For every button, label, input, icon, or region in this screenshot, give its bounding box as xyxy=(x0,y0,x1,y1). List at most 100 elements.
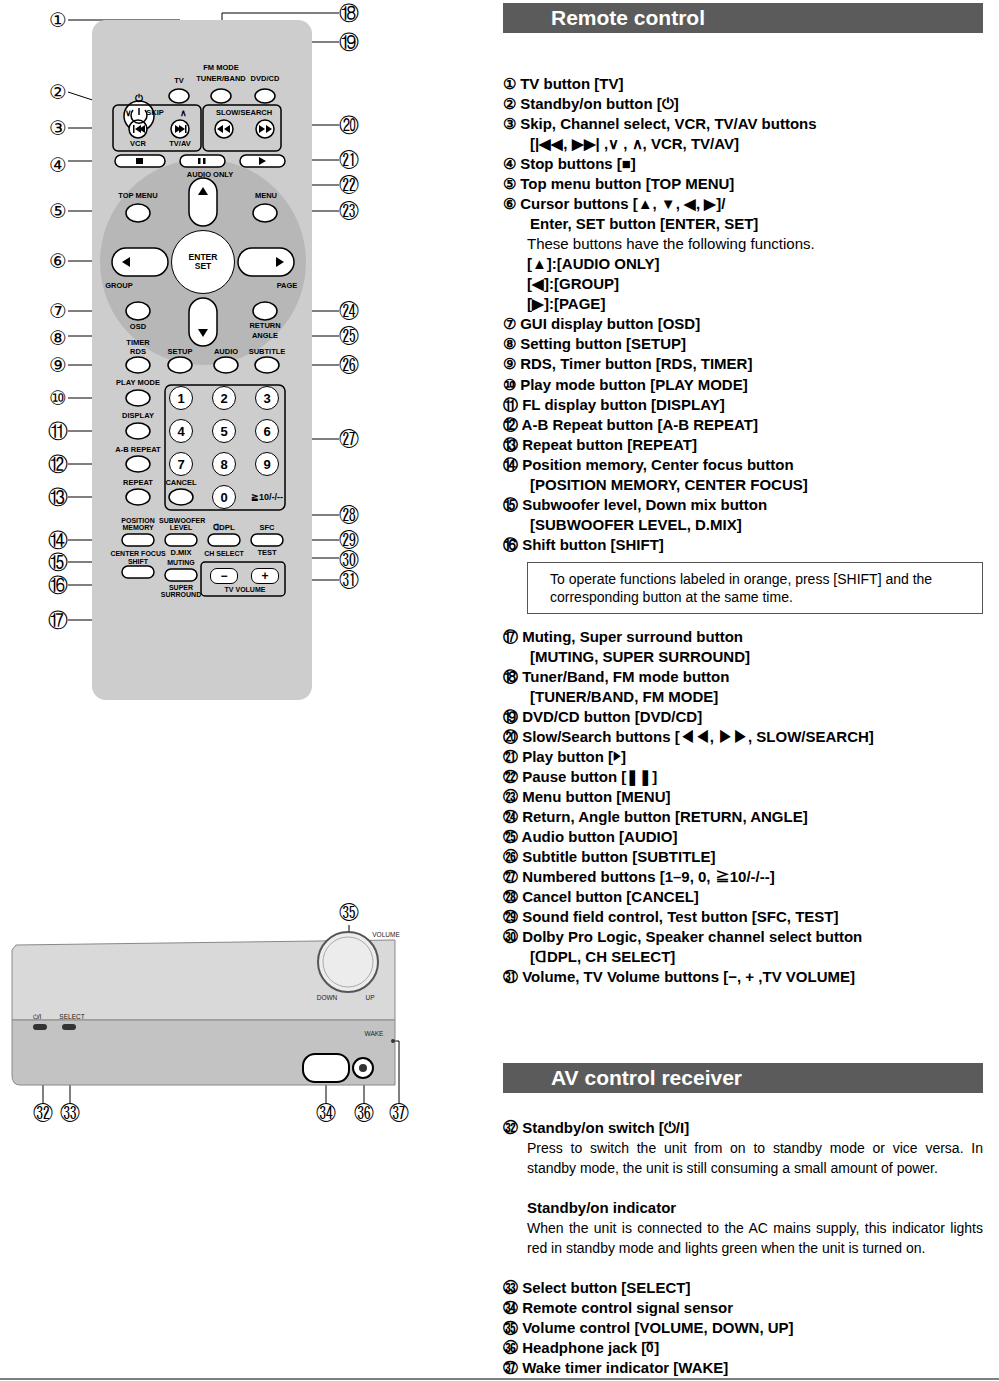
item-text: ⑲ DVD/CD button [DVD/CD] xyxy=(503,707,702,727)
number-button: 2 xyxy=(212,386,236,410)
node-text: 7 xyxy=(177,457,184,472)
button-label: TOP MENU xyxy=(118,192,157,200)
node-text: Remote control xyxy=(551,6,705,30)
drawing-part xyxy=(303,1054,349,1082)
button-label: ∧ xyxy=(180,109,187,118)
callout-number: ㉑ xyxy=(339,150,359,170)
drawing-part xyxy=(126,302,150,320)
drawing-part xyxy=(217,125,272,133)
node-text: + xyxy=(261,569,268,583)
node-text: 5 xyxy=(220,424,227,439)
drawing-part xyxy=(318,932,378,992)
callout-number: ㉒ xyxy=(339,175,359,195)
drawing-part xyxy=(171,120,189,138)
button-label: TEST xyxy=(257,549,276,557)
callout-number: ㉙ xyxy=(339,530,359,550)
callout-number: ⑮ xyxy=(48,552,68,572)
drawing-part xyxy=(165,385,285,510)
note-box: To operate functions labeled in orange, … xyxy=(527,562,983,614)
number-button: 7 xyxy=(169,452,193,476)
panel-label: ⏻/I xyxy=(33,1014,42,1021)
drawing-part xyxy=(203,158,206,164)
item-text: ⑰ Muting, Super surround button xyxy=(503,627,743,647)
number-button: 6 xyxy=(255,419,279,443)
item-text: ㉖ Subtitle button [SUBTITLE] xyxy=(503,847,715,867)
number-button: 3 xyxy=(255,386,279,410)
callout-number: ⑦ xyxy=(49,301,67,321)
callout-number: ㊲ xyxy=(389,1103,409,1123)
item-text: ⑨ RDS, Timer button [RDS, TIMER] xyxy=(503,354,752,374)
callout-number: ⑯ xyxy=(48,575,68,595)
number-button: 5 xyxy=(212,419,236,443)
item-text: [MUTING, SUPER SURROUND] xyxy=(530,647,750,667)
bottom-rule xyxy=(0,1379,999,1380)
button-label: SUBTITLE xyxy=(249,348,286,356)
item-text: [ᗡDPL, CH SELECT] xyxy=(530,947,675,967)
button-label: RDS xyxy=(130,348,146,356)
button-label: VCR xyxy=(130,140,146,148)
button-label: SUPER SURROUND xyxy=(159,584,203,598)
drawing-part xyxy=(359,1064,367,1072)
remote-buttons xyxy=(112,89,294,596)
item-text: ㉚ Dolby Pro Logic, Speaker channel selec… xyxy=(503,927,862,947)
item-text: [TUNER/BAND, FM MODE] xyxy=(530,687,718,707)
button-label: SHIFT xyxy=(128,558,148,565)
node-text: 3 xyxy=(263,391,270,406)
number-button: 1 xyxy=(169,386,193,410)
callout-number: ⑧ xyxy=(49,328,67,348)
callout-number: ㉛ xyxy=(339,570,359,590)
button-label: MENU xyxy=(255,192,277,200)
button-label: TIMER xyxy=(126,339,149,347)
item-text: ② Standby/on button [⏻] xyxy=(503,94,679,114)
node-text: 8 xyxy=(220,457,227,472)
item-text: ⑱ Tuner/Band, FM mode button xyxy=(503,667,729,687)
item-text: ④ Stop buttons [■] xyxy=(503,154,636,174)
button-label: AUDIO ONLY xyxy=(187,171,233,179)
callout-number: ⑪ xyxy=(48,421,68,441)
number-button: 9 xyxy=(255,452,279,476)
callout-number: ① xyxy=(49,10,67,30)
callout-number: ⑫ xyxy=(48,454,68,474)
number-button: 0 xyxy=(212,485,236,509)
item-text: Enter, SET button [ENTER, SET] xyxy=(530,214,758,234)
drawing-part xyxy=(211,89,231,103)
callout-number: ㉚ xyxy=(339,550,359,570)
drawing-part xyxy=(126,423,150,439)
item-text: ⑫ A-B Repeat button [A-B REPEAT] xyxy=(503,415,758,435)
button-label: MUTING xyxy=(167,559,195,566)
drawing-part xyxy=(198,158,201,164)
callout-number: ㉔ xyxy=(339,301,359,321)
button-label: TV xyxy=(174,77,184,85)
description-text: When the unit is connected to the AC mai… xyxy=(527,1218,983,1258)
item-text: [▲]:[AUDIO ONLY] xyxy=(527,254,660,274)
item-text: ㉘ Cancel button [CANCEL] xyxy=(503,887,699,907)
drawing-part xyxy=(126,390,150,406)
button-label: ANGLE xyxy=(252,332,278,340)
drawing-part xyxy=(255,89,275,103)
item-text: These buttons have the following functio… xyxy=(527,234,815,254)
drawing-part xyxy=(168,357,192,373)
drawing-part xyxy=(201,562,285,596)
button-label: RETURN xyxy=(249,322,280,330)
drawing-part xyxy=(112,248,168,276)
button-label: SKIP xyxy=(146,109,164,117)
drawing-part xyxy=(391,1039,395,1043)
item-text: ⑧ Setting button [SETUP] xyxy=(503,334,686,354)
drawing-part xyxy=(240,155,285,167)
button-label: PAGE xyxy=(277,282,298,290)
drawing-part xyxy=(253,302,277,320)
drawing-part xyxy=(165,534,197,546)
button-label: SFC xyxy=(260,524,275,532)
receiver xyxy=(12,932,395,1085)
item-text: ⑥ Cursor buttons [▲, ▼, ◀, ▶]/ xyxy=(503,194,726,214)
button-label: TV/AV xyxy=(169,140,191,148)
drawing-part xyxy=(126,456,150,472)
item-text: [SUBWOOFER LEVEL, D.MIX] xyxy=(530,515,742,535)
callout-number: ⑱ xyxy=(339,3,359,23)
button-label: FM MODE xyxy=(203,64,238,72)
item-text: ⑪ FL display button [DISPLAY] xyxy=(503,395,725,415)
callout-number: ㉟ xyxy=(339,903,359,923)
description-text: Press to switch the unit from on to stan… xyxy=(527,1138,983,1178)
button-label: ⏻ xyxy=(135,94,143,104)
